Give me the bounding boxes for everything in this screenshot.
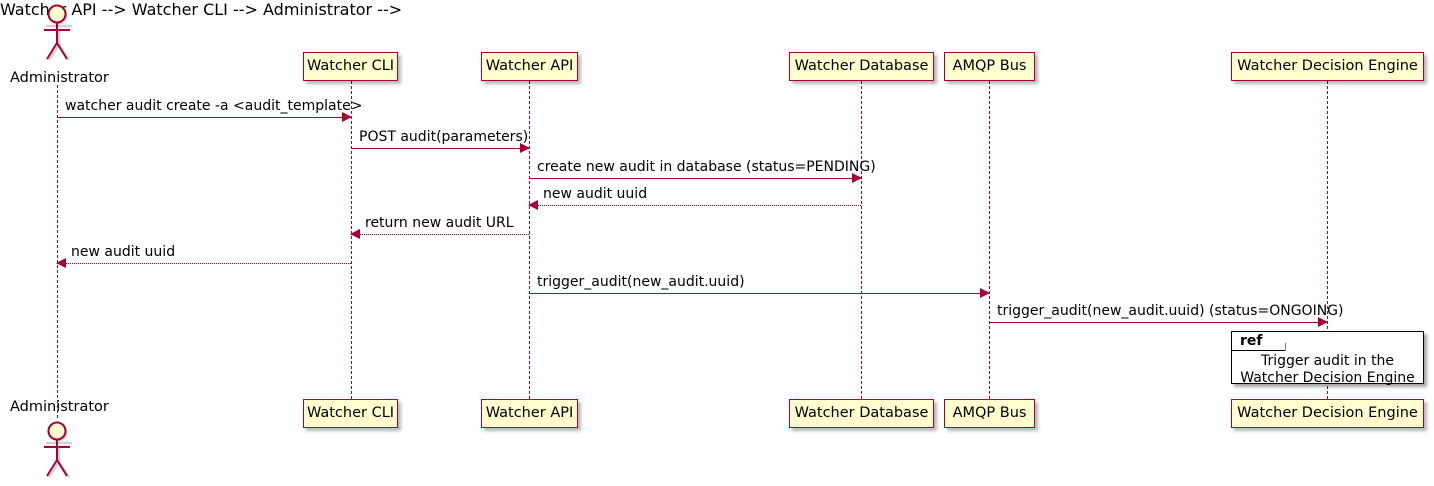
- arrowhead-left-icon: [56, 258, 66, 268]
- participant-amqp-bus-bottom[interactable]: AMQP Bus: [944, 399, 1035, 428]
- message-label: watcher audit create -a <audit_template>: [65, 98, 363, 114]
- lifeline-administrator: [57, 85, 58, 418]
- participant-watcher-database-top[interactable]: Watcher Database: [789, 52, 934, 81]
- actor-figure-icon: [44, 4, 72, 61]
- lifeline-watcher-database: [861, 81, 862, 399]
- message-line: [529, 293, 989, 294]
- ref-fragment-tab: ref: [1232, 332, 1286, 351]
- message-label: trigger_audit(new_audit.uuid) (status=ON…: [997, 303, 1344, 319]
- actor-administrator-top: [34, 2, 80, 62]
- arrowhead-right-icon: [852, 173, 862, 183]
- message-line: [351, 234, 529, 235]
- participant-label: Watcher API: [485, 405, 574, 422]
- participant-label: AMQP Bus: [952, 405, 1027, 422]
- participant-watcher-decision-engine-bottom[interactable]: Watcher Decision Engine: [1231, 399, 1424, 428]
- lifeline-amqp-bus: [989, 81, 990, 399]
- message-label: new audit uuid: [543, 186, 648, 202]
- participant-watcher-database-bottom[interactable]: Watcher Database: [789, 399, 934, 428]
- arrowhead-right-icon: [342, 112, 352, 122]
- message-line: [529, 178, 861, 179]
- message-label: create new audit in database (status=PEN…: [537, 159, 876, 175]
- message-label: trigger_audit(new_audit.uuid): [537, 274, 745, 290]
- arrowhead-left-icon: [350, 229, 360, 239]
- message-label: return new audit URL: [365, 215, 514, 231]
- participant-label: Watcher Decision Engine: [1237, 58, 1418, 75]
- message-line: [57, 263, 351, 264]
- participant-watcher-cli-bottom[interactable]: Watcher CLI: [303, 399, 398, 428]
- arrowhead-right-icon: [520, 143, 530, 153]
- participant-amqp-bus-top[interactable]: AMQP Bus: [944, 52, 1035, 81]
- message-line: [351, 148, 529, 149]
- actor-label-administrator-top: Administrator: [10, 70, 109, 86]
- ref-fragment-trigger-audit: ref Trigger audit in the Watcher Decisio…: [1231, 331, 1424, 387]
- lifeline-watcher-decision-engine: [1327, 81, 1328, 399]
- message-label: new audit uuid: [71, 244, 176, 260]
- actor-administrator-bottom: [34, 418, 80, 480]
- message-line: [989, 322, 1327, 323]
- participant-label: Watcher Decision Engine: [1237, 405, 1418, 422]
- arrowhead-right-icon: [980, 288, 990, 298]
- participant-label: Watcher Database: [794, 58, 929, 75]
- actor-figure-icon: [44, 421, 72, 478]
- ref-fragment-line-1: Trigger audit in the: [1260, 353, 1395, 369]
- message-line: [57, 117, 351, 118]
- message-label: POST audit(parameters): [359, 129, 529, 145]
- participant-label: Watcher Database: [794, 405, 929, 422]
- lifeline-watcher-api: [529, 81, 530, 399]
- participant-label: Watcher API: [485, 58, 574, 75]
- actor-label-administrator-bottom: Administrator: [10, 399, 109, 415]
- participant-watcher-cli-top[interactable]: Watcher CLI: [303, 52, 398, 81]
- ref-fragment-body: Trigger audit in the Watcher Decision En…: [1232, 353, 1423, 387]
- message-line: [529, 205, 861, 206]
- participant-label: AMQP Bus: [952, 58, 1027, 75]
- ref-fragment-line-2: Watcher Decision Engine: [1240, 370, 1415, 386]
- participant-label: Watcher CLI: [306, 58, 395, 75]
- participant-watcher-decision-engine-top[interactable]: Watcher Decision Engine: [1231, 52, 1424, 81]
- participant-label: Watcher CLI: [306, 405, 395, 422]
- arrowhead-left-icon: [528, 200, 538, 210]
- participant-watcher-api-top[interactable]: Watcher API: [481, 52, 578, 81]
- lifeline-watcher-cli: [351, 81, 352, 399]
- arrowhead-right-icon: [1318, 317, 1328, 327]
- participant-watcher-api-bottom[interactable]: Watcher API: [481, 399, 578, 428]
